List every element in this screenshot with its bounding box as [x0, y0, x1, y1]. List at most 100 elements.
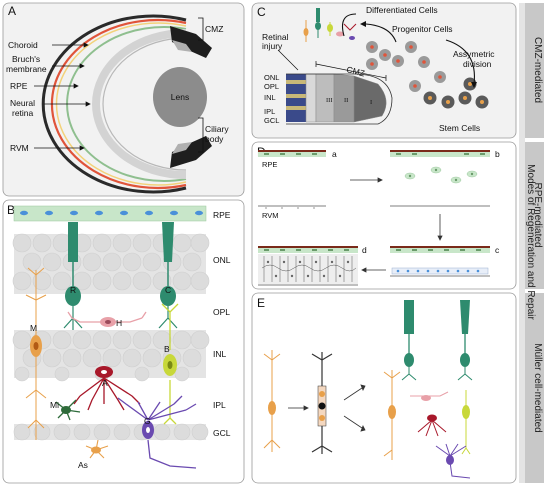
d-arrows	[350, 177, 443, 273]
amacrine-label: A	[102, 378, 108, 388]
b-layer-opl: OPL	[213, 307, 230, 317]
zone-i-label: I	[370, 99, 372, 106]
choroid-label: Choroid	[8, 40, 38, 50]
zone-iii-label: III	[326, 97, 333, 104]
e-regenerated-rod	[401, 300, 417, 381]
c-arrowheads	[360, 21, 477, 88]
ciliary-body-bottom	[170, 136, 212, 168]
b-layer-inl: INL	[213, 349, 227, 359]
astrocyte-label: As	[78, 460, 88, 470]
panel-a: A Lens CMZ Ciliary body	[2, 2, 245, 197]
side-rpe-mediated: RPE-mediated	[532, 182, 543, 247]
side-muller-mediated: Müller cell-mediated	[532, 343, 543, 432]
side-cmz-mediated: CMZ-mediated	[532, 37, 543, 103]
bruchs-label-1: Bruch's	[12, 54, 40, 64]
e-arrow-2	[343, 384, 366, 432]
c-progenitor-cells	[366, 41, 446, 92]
neural-retina-layer	[92, 29, 187, 179]
c-stem-cells	[423, 77, 489, 109]
c-layer-gcl: GCL	[264, 116, 279, 125]
b-rpe-row	[13, 205, 207, 222]
panel-a-letter: A	[8, 4, 16, 18]
horizontal-cell	[67, 311, 147, 327]
c-differentiated-cells	[303, 8, 357, 42]
injury-line	[277, 49, 299, 71]
cmz-bottom	[172, 142, 192, 154]
rpe-label: RPE	[10, 81, 28, 91]
d-step-a	[258, 150, 326, 209]
astrocyte-cell	[85, 439, 109, 459]
d-rpe-label: RPE	[262, 160, 277, 169]
d-step-d	[258, 246, 358, 286]
asym-label-1: Assymetric	[453, 49, 495, 59]
panel-e-letter: E	[257, 296, 265, 310]
c-retina-wedge	[286, 73, 393, 125]
lens-label: Lens	[171, 92, 189, 102]
e-reprogrammed-muller	[311, 352, 333, 454]
d-step-b	[390, 150, 490, 207]
b-layer-onl: ONL	[213, 255, 231, 265]
cmz-label: CMZ	[205, 24, 223, 34]
e-regenerated-cone	[457, 300, 473, 381]
d-rvm-label: RVM	[262, 211, 279, 220]
ciliary-label-1: Ciliary	[205, 124, 229, 134]
bruchs-label-2: membrane	[6, 64, 47, 74]
side-bar-strip	[519, 3, 525, 483]
progenitor-label: Progenitor Cells	[392, 24, 452, 34]
d-label-b: b	[495, 149, 500, 159]
rvm-label: RVM	[10, 143, 29, 153]
muller-label: M	[30, 323, 37, 333]
rod-label: R	[70, 285, 76, 295]
d-label-d: d	[362, 245, 367, 255]
ciliary-body-top	[170, 26, 212, 58]
c-layer-inl: INL	[264, 93, 276, 102]
microglia-label: Mi	[50, 400, 59, 410]
zone-ii-label: II	[344, 97, 348, 104]
side-title: Modes of Regeneration and Repair	[525, 164, 536, 320]
side-bar: CMZ-mediated RPE-mediated Müller cell-me…	[519, 3, 544, 483]
b-onl-band	[12, 233, 210, 294]
c-arrows	[341, 13, 475, 85]
c-cmz-line	[315, 63, 387, 79]
injury-label-1: Retinal	[262, 32, 289, 42]
cone-cell	[158, 222, 178, 329]
ciliary-label-2: body	[205, 134, 224, 144]
b-layer-gcl: GCL	[213, 428, 231, 438]
differentiated-label: Differentiated Cells	[366, 5, 438, 15]
c-layer-onl: ONL	[264, 73, 279, 82]
c-layer-ipl: IPL	[264, 107, 275, 116]
injury-label-2: injury	[262, 41, 283, 51]
e-regenerated-bipolar	[461, 390, 471, 455]
cmz-bracket	[198, 17, 204, 41]
rvm-layer	[102, 37, 187, 171]
e-regenerated-amacrine	[417, 414, 447, 437]
panel-b-letter: B	[7, 203, 15, 217]
panel-c: C Differentiated Cells	[251, 2, 517, 139]
e-regenerated-horizontal	[410, 391, 449, 401]
neural-label-2: retina	[12, 108, 34, 118]
c-cmz-label: CMZ	[346, 64, 366, 78]
cone-label: C	[165, 285, 171, 295]
horizontal-label: H	[116, 318, 122, 328]
lens	[153, 67, 207, 127]
a-arrows	[34, 42, 91, 151]
ganglion-label: G	[144, 416, 151, 426]
e-regenerated-muller	[383, 370, 401, 460]
e-muller-cell	[263, 350, 281, 452]
e-arrow-1	[288, 405, 309, 411]
amacrine-cell	[73, 366, 141, 411]
bipolar-label: B	[164, 344, 170, 354]
b-gcl-band	[13, 423, 209, 441]
choroid-layer	[41, 14, 187, 194]
b-layer-rpe: RPE	[213, 210, 231, 220]
d-label-a: a	[332, 149, 337, 159]
microglia-cell	[55, 399, 81, 421]
ciliary-bracket	[198, 117, 204, 153]
panel-d: D RPE RVM a b	[251, 141, 517, 290]
c-cmz-ticks	[315, 61, 387, 81]
panel-c-letter: C	[257, 5, 266, 19]
d-step-c	[390, 246, 490, 277]
b-layer-ipl: IPL	[213, 400, 226, 410]
bipolar-cell	[161, 303, 179, 425]
